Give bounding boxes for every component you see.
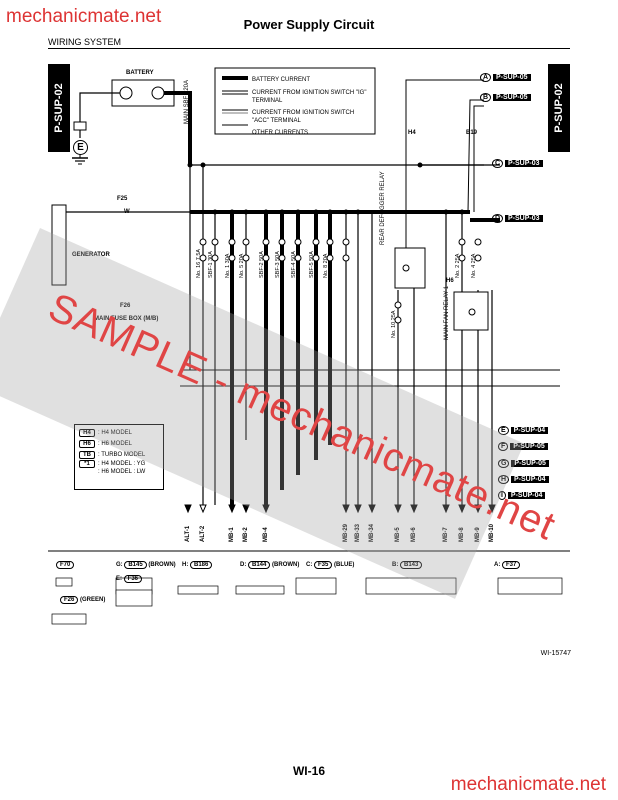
- connector-view-f37: A: F37: [494, 561, 521, 569]
- h4-top-label: H4: [408, 130, 416, 136]
- legend-acc-current: CURRENT FROM IGNITION SWITCH "ACC" TERMI…: [252, 110, 355, 124]
- legend-ig-current: CURRENT FROM IGNITION SWITCH "IG" TERMIN…: [252, 90, 367, 104]
- connector-d[interactable]: D P-SUP-03: [492, 214, 543, 223]
- fuse-no16: No. 16 7.5A: [196, 248, 202, 278]
- fuse-box-label: MAIN FUSE BOX (M/B): [94, 316, 159, 322]
- connector-view-b145: G: B145 (BROWN): [116, 561, 176, 569]
- main-sbf-label: MAIN SBF 120A: [184, 79, 190, 124]
- legend-lines: BATTERY CURRENT CURRENT FROM IGNITION SW…: [252, 74, 370, 140]
- output-alt2: ALT-2: [200, 525, 206, 542]
- connector-view-f70: F70: [56, 561, 75, 569]
- output-mb2: MB-2: [243, 527, 249, 542]
- connector-view-b143: B: B143: [392, 561, 423, 569]
- page-title: Power Supply Circuit: [243, 17, 375, 32]
- connector-h[interactable]: H P-SUP-04: [498, 475, 549, 484]
- fuse-sbf4: SBF-4 50A: [291, 251, 297, 278]
- f25-label: F25: [117, 196, 128, 202]
- connector-b[interactable]: B P-SUP-05: [480, 93, 531, 102]
- connector-f[interactable]: F P-SUP-05: [498, 442, 548, 451]
- connector-i[interactable]: I P-SUP-04: [498, 491, 546, 500]
- model-legend: H4: H4 MODEL H6: H6 MODEL TB: TURBO MODE…: [74, 424, 164, 490]
- output-alt1: ALT-1: [185, 525, 191, 542]
- page-number: WI-16: [292, 764, 325, 778]
- side-tab-left: P-SUP-02: [48, 64, 70, 152]
- fuse-no4: No. 4 25A: [471, 253, 477, 278]
- legend-other-current: OTHER CURRENTS: [252, 130, 309, 136]
- fuse-sbf5: SBF-5 50A: [309, 251, 315, 278]
- connector-view-f36: E: F36: [116, 575, 143, 583]
- generator-label: GENERATOR: [72, 252, 110, 258]
- main-fan-relay-label: MAIN FAN RELAY 1: [444, 285, 450, 340]
- f26-label: F26: [120, 303, 131, 309]
- fuse-sbf1: SBF-1 30A: [208, 251, 214, 278]
- section-label: WIRING SYSTEM: [48, 37, 122, 47]
- output-mb4: MB-4: [263, 527, 269, 542]
- fuse-no1: No. 1 30A: [225, 253, 231, 278]
- fuse-no10: No. 10 25A: [391, 310, 397, 338]
- fuse-sbf3: SBF-3 50A: [275, 251, 281, 278]
- fuse-sbf2: SBF-2 50A: [259, 251, 265, 278]
- b19-label: B19: [466, 130, 478, 136]
- connector-view-b144: D: B144 (BROWN): [240, 561, 300, 569]
- legend-battery-current: BATTERY CURRENT: [252, 77, 311, 83]
- figure-code: WI-15747: [540, 650, 571, 657]
- h6-label: H6: [446, 278, 454, 284]
- connector-e[interactable]: E P-SUP-04: [498, 426, 549, 435]
- connector-c[interactable]: C P-SUP-03: [492, 159, 543, 168]
- ground-label: E: [73, 140, 88, 155]
- battery: [111, 79, 175, 107]
- wire-w-label: W: [124, 209, 130, 215]
- connector-view-f35: C: F35 (BLUE): [306, 561, 355, 569]
- header-rule: [48, 48, 570, 49]
- rear-defogger-relay-label: REAR DEFOGGER RELAY: [380, 171, 386, 245]
- fuse-no5: No. 5 20A: [239, 253, 245, 278]
- connector-g[interactable]: G P-SUP-05: [498, 459, 549, 468]
- watermark-top[interactable]: mechanicmate.net: [6, 6, 162, 27]
- battery-label: BATTERY: [126, 70, 154, 76]
- fuse-no2: No. 2 25A: [455, 253, 461, 278]
- connector-view-b186: H: B186: [182, 561, 213, 569]
- side-tab-right: P-SUP-02: [548, 64, 570, 152]
- connector-a[interactable]: A P-SUP-05: [480, 73, 531, 82]
- watermark-bottom[interactable]: mechanicmate.net: [450, 774, 606, 795]
- connector-view-f26: F26 (GREEN): [60, 596, 105, 604]
- fuse-no8: No. 8 20A: [323, 253, 329, 278]
- output-mb1: MB-1: [229, 527, 235, 542]
